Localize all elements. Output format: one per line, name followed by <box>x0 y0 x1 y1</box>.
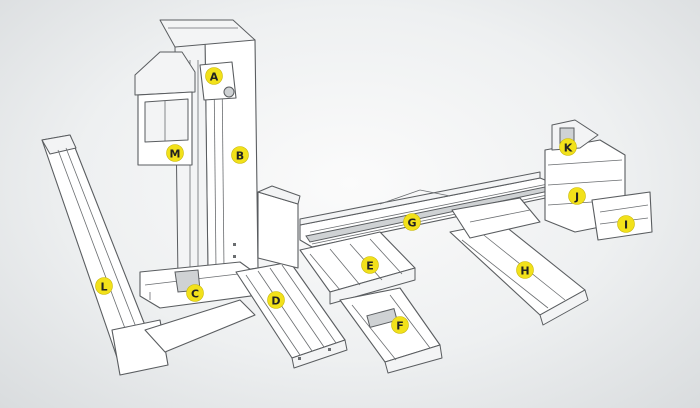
worktable-f <box>339 287 443 374</box>
callout-m: M <box>166 144 184 162</box>
svg-text:C: C <box>191 288 199 301</box>
svg-text:I: I <box>624 219 628 232</box>
callout-i: I <box>617 215 635 233</box>
callout-a: A <box>205 67 223 85</box>
svg-text:L: L <box>100 281 107 294</box>
guard-enclosure <box>257 185 301 269</box>
svg-text:E: E <box>366 260 374 273</box>
main-rail-bed <box>299 171 556 248</box>
svg-text:G: G <box>407 217 416 230</box>
callout-d: D <box>267 291 285 309</box>
svg-text:A: A <box>210 71 219 84</box>
callout-e: E <box>361 256 379 274</box>
worktable-d <box>235 261 348 369</box>
callout-g: G <box>403 213 421 231</box>
svg-text:F: F <box>396 320 404 333</box>
chip-conveyor <box>41 134 256 376</box>
svg-text:H: H <box>520 265 529 278</box>
operator-cabin <box>134 51 196 166</box>
callout-h: H <box>516 261 534 279</box>
rotary-table-e <box>299 231 416 305</box>
callout-c: C <box>186 284 204 302</box>
svg-text:K: K <box>564 142 573 155</box>
svg-text:D: D <box>271 295 280 308</box>
callout-l: L <box>95 277 113 295</box>
callout-k: K <box>559 138 577 156</box>
pallet-store <box>591 191 653 241</box>
callout-j: J <box>568 187 586 205</box>
callout-b: B <box>231 146 249 164</box>
callout-f: F <box>391 316 409 334</box>
svg-text:M: M <box>170 148 181 161</box>
svg-text:B: B <box>236 150 244 163</box>
svg-text:J: J <box>574 191 579 204</box>
